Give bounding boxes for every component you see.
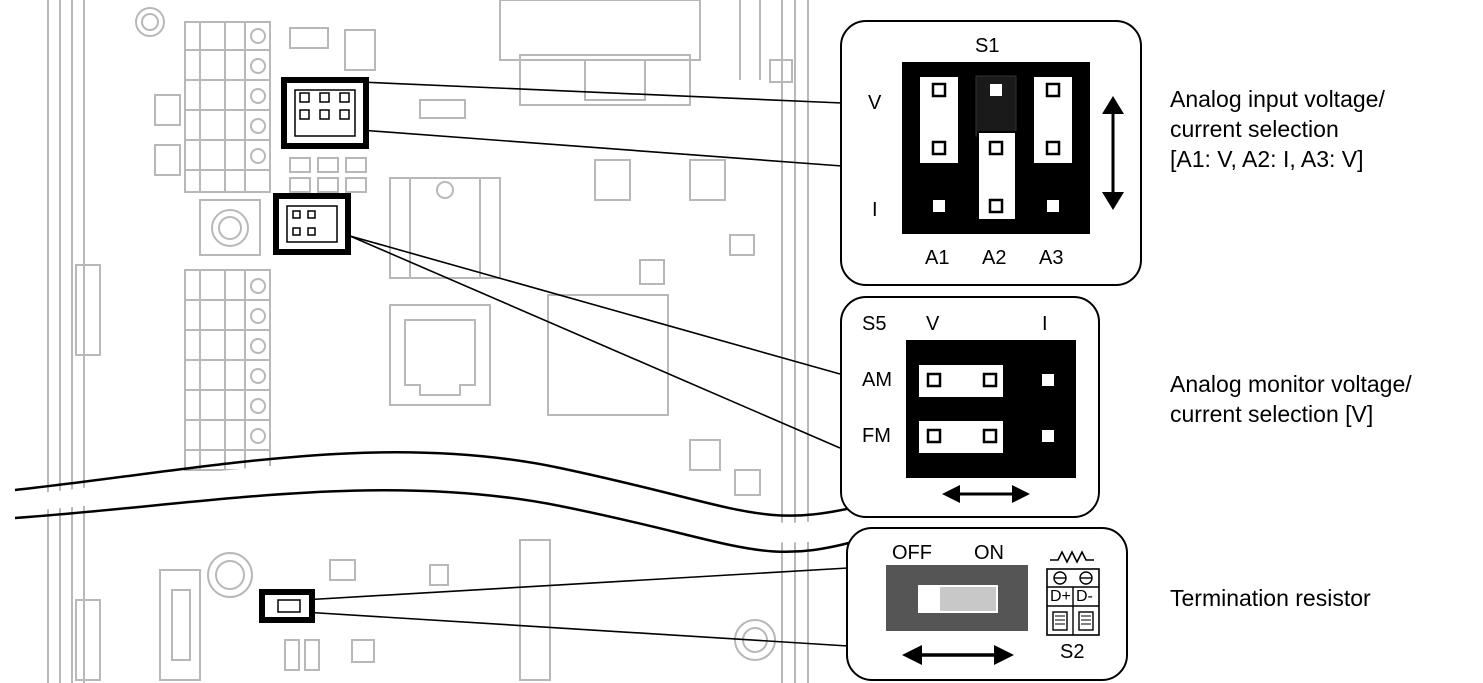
s2-terminal-block [1046,568,1100,636]
s2-name-label: S2 [1060,641,1085,663]
s5-title: S5 [862,313,887,335]
s5-col-v-label: V [926,313,940,335]
s1-row-v-label: V [868,92,882,114]
board-break-lines [14,450,861,554]
s2-board-marker [259,589,315,623]
s5-row-am-label: AM [862,369,892,391]
s5-board-marker [273,193,351,255]
s1-column-a1: A1 [925,247,950,269]
s1-column-a3: A3 [1039,247,1064,269]
s1-title: S1 [975,35,1000,57]
s5-row-fm-label: FM [862,425,891,447]
s5-col-i-label: I [1042,313,1048,335]
s1-description-line-1: Analog input voltage/ [1170,86,1385,112]
s1-row-i-label: I [872,199,878,221]
s5-description-line-1: Analog monitor voltage/ [1170,371,1412,397]
s1-dip-switch [902,62,1090,234]
s2-on-label: ON [974,542,1004,564]
s2-description: Termination resistor [1170,583,1371,613]
s1-direction-arrow [1102,96,1124,210]
s2-direction-arrow [902,645,1014,665]
leader-lines [302,81,849,647]
s2-terminal-dminus: D- [1076,588,1093,605]
s1-column-a2: A2 [982,247,1007,269]
resistor-icon [1050,550,1094,564]
s1-board-marker [281,77,369,149]
s2-terminal-dplus: D+ [1050,588,1071,605]
s2-description-line-1: Termination resistor [1170,585,1371,611]
s5-description-line-2: current selection [V] [1170,401,1374,427]
s5-description: Analog monitor voltage/ current selectio… [1170,369,1412,429]
pcb-outline [47,0,809,683]
s1-description: Analog input voltage/ current selection … [1170,84,1385,174]
s1-description-line-3: [A1: V, A2: I, A3: V] [1170,146,1364,172]
s2-off-label: OFF [892,542,932,564]
s1-description-line-2: current selection [1170,116,1339,142]
s2-slide-switch [886,565,1028,631]
s5-dip-switch [906,340,1076,478]
s5-direction-arrow [942,485,1030,503]
